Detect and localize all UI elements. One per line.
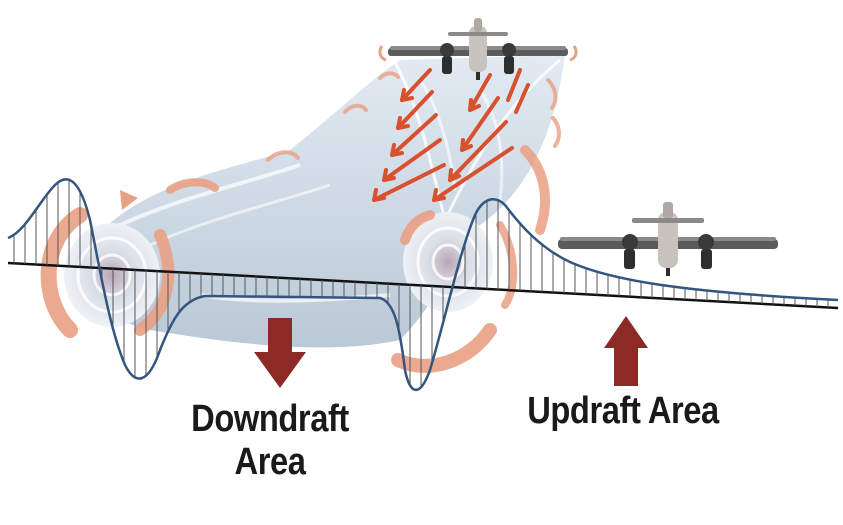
downwash-arrows <box>372 68 530 202</box>
vortex-icon <box>391 145 550 373</box>
downdraft-label: Downdraft Area <box>175 398 364 483</box>
velocity-hatch-lines <box>13 179 829 388</box>
updraft-label: Updraft Area <box>527 390 719 432</box>
vortex-icon <box>40 178 219 338</box>
vertical-velocity-curve <box>7 178 839 391</box>
downdraft-label-line2: Area <box>234 440 306 483</box>
downdraft-label-line1: Downdraft <box>191 398 349 440</box>
arrow-up-icon <box>604 316 648 386</box>
wake-edge-swirls <box>266 71 561 162</box>
arrow-down-icon <box>254 318 306 388</box>
airplane-icon <box>558 202 778 276</box>
airplane-icon <box>378 18 578 80</box>
